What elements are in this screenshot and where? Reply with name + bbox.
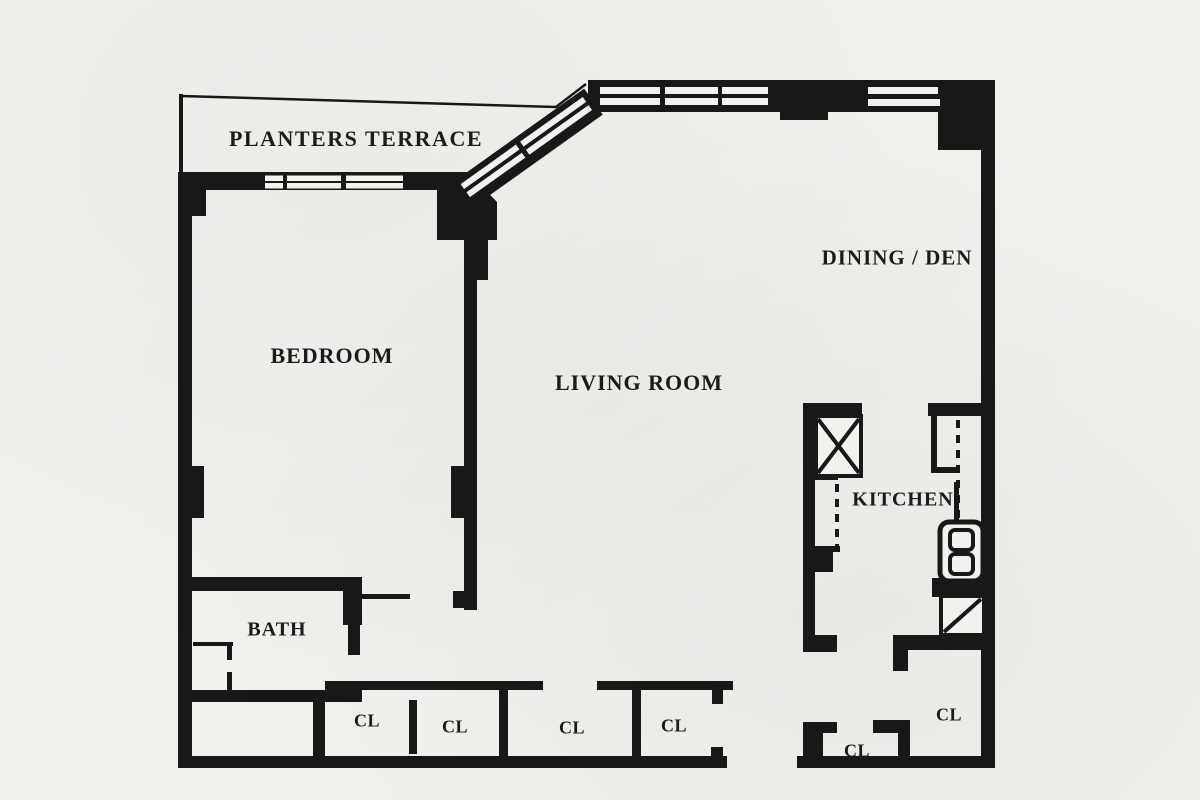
hall-closet-walls (325, 681, 733, 758)
closet-label-entry: CL (843, 740, 871, 761)
terrace-wall-windows (265, 175, 403, 189)
refrigerator-icon (814, 414, 863, 478)
kitchen-label: KITCHEN (852, 488, 954, 511)
terrace-label: PLANTERS TERRACE (228, 126, 484, 151)
stove-icon (937, 519, 986, 584)
outer-walls (178, 80, 995, 768)
living-room-label: LIVING ROOM (554, 370, 724, 395)
closet-label-4: CL (660, 715, 688, 736)
closet-label-2: CL (441, 716, 469, 737)
bath-label: BATH (247, 618, 307, 641)
bath-walls (190, 577, 410, 758)
kitchen-walls (803, 403, 989, 671)
diagonal-window-wall (449, 88, 603, 212)
entry-closet-walls (803, 720, 910, 763)
appliance-diagonal-icon (939, 594, 986, 637)
bedroom-label: BEDROOM (270, 343, 394, 368)
top-wall-windows (600, 86, 940, 106)
kitchen-counter-lines (835, 420, 960, 546)
closet-label-3: CL (558, 717, 586, 738)
dining-den-label: DINING / DEN (821, 245, 973, 270)
bedroom-partition-wall (192, 238, 488, 610)
closet-label-kitchen: CL (935, 704, 963, 725)
closet-label-1: CL (353, 710, 381, 731)
terrace-border (179, 83, 587, 174)
